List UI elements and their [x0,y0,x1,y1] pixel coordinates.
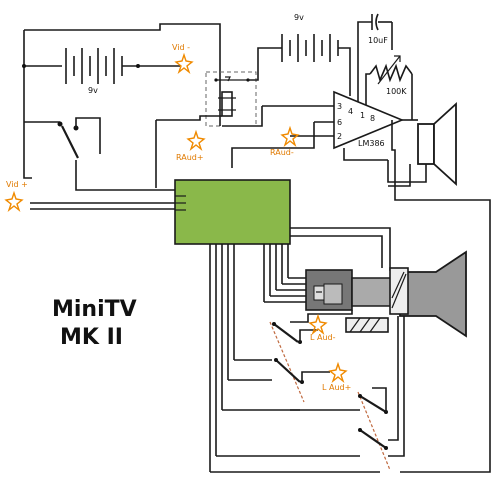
selector-switches [210,321,391,473]
capacitor-and-pot [357,13,413,120]
star-raud-plus [186,129,206,152]
star-laud-minus [308,313,328,336]
amp-pin-3: 3 [337,102,342,111]
vid-plus-label: Vid + [6,180,28,189]
capacitor-label: 10uF [368,36,388,45]
star-vid-plus [4,190,24,213]
crt-tube [290,250,467,457]
star-laud-plus [328,361,348,384]
star-raud-minus [280,125,300,148]
amplifier-label: LM386 [358,139,385,148]
connection-stars [4,52,348,384]
amp-pin-4: 4 [348,107,353,116]
pcb-module [30,179,395,472]
lm386-amplifier [222,90,491,473]
title-line-2: MK II [60,325,123,350]
raud-minus-label: RAud- [270,148,294,157]
power-switch [24,117,175,191]
star-vid-minus [174,52,194,75]
relay [155,47,282,188]
battery-right-label: 9v [294,13,304,22]
amp-pin-8: 8 [370,114,375,123]
laud-plus-label: L Aud+ [322,383,351,392]
left-battery-loop [22,23,221,179]
amp-pin-2: 2 [337,132,342,141]
speaker [387,101,457,187]
amp-pin-6: 6 [337,118,342,127]
amp-pin-1: 1 [360,111,365,120]
raud-plus-label: RAud+ [176,153,204,162]
focus-coil [345,317,389,333]
title-line-1: MiniTV [52,297,137,322]
vid-minus-label: Vid - [172,43,190,52]
pcb-board [174,179,291,245]
right-battery [281,34,351,96]
battery-left-label: 9v [88,86,98,95]
potentiometer-label: 100K [386,87,407,96]
laud-minus-label: L Aud- [310,333,336,342]
